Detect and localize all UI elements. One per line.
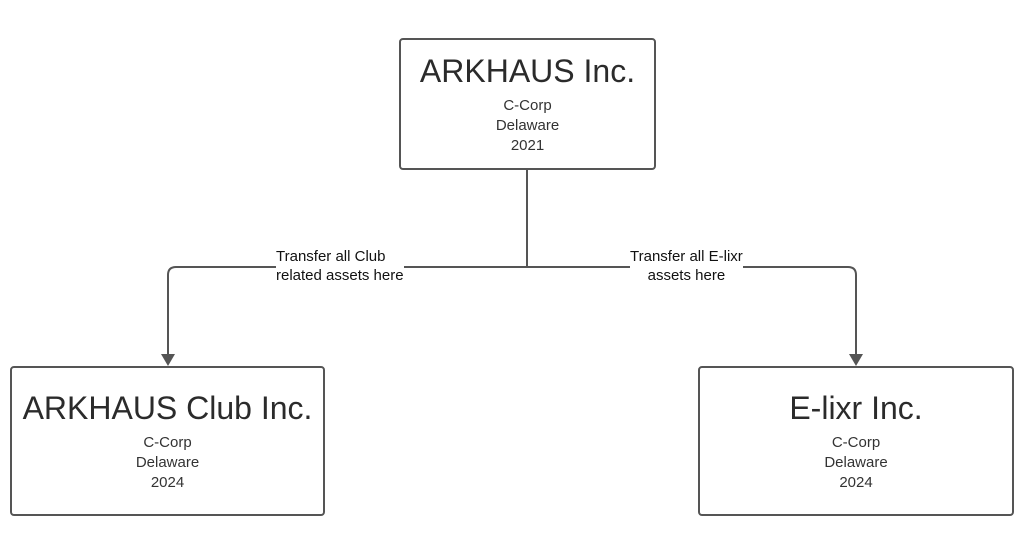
node-title: E-lixr Inc. bbox=[789, 390, 923, 426]
edge-label-line: related assets here bbox=[276, 267, 404, 284]
node-entity-type: C-Corp bbox=[831, 434, 881, 451]
node-year: 2024 bbox=[839, 474, 873, 491]
node-title: ARKHAUS Club Inc. bbox=[22, 390, 313, 426]
node-elixr-inc: E-lixr Inc. C-Corp Delaware 2024 bbox=[698, 366, 1014, 516]
edge-label-line: Transfer all E-lixr bbox=[630, 248, 743, 265]
node-state: Delaware bbox=[135, 454, 200, 471]
node-arkhaus-inc: ARKHAUS Inc. C-Corp Delaware 2021 bbox=[399, 38, 656, 170]
arrowhead-right bbox=[849, 354, 863, 366]
node-year: 2024 bbox=[150, 474, 185, 491]
edge-label-line: assets here bbox=[647, 267, 726, 284]
connector-to-left bbox=[167, 266, 527, 356]
edge-label-line: Transfer all Club bbox=[276, 248, 386, 265]
node-state: Delaware bbox=[824, 454, 888, 471]
node-title: ARKHAUS Inc. bbox=[419, 53, 636, 89]
node-state: Delaware bbox=[495, 117, 560, 134]
node-year: 2021 bbox=[510, 137, 545, 154]
node-arkhaus-club-inc: ARKHAUS Club Inc. C-Corp Delaware 2024 bbox=[10, 366, 325, 516]
edge-label-elixr-transfer: Transfer all E-lixr assets here bbox=[630, 247, 743, 285]
node-entity-type: C-Corp bbox=[143, 434, 192, 451]
node-entity-type: C-Corp bbox=[503, 97, 552, 114]
arrowhead-left bbox=[161, 354, 175, 366]
connector-to-right bbox=[527, 266, 857, 356]
edge-label-club-transfer: Transfer all Club related assets here bbox=[276, 247, 404, 285]
